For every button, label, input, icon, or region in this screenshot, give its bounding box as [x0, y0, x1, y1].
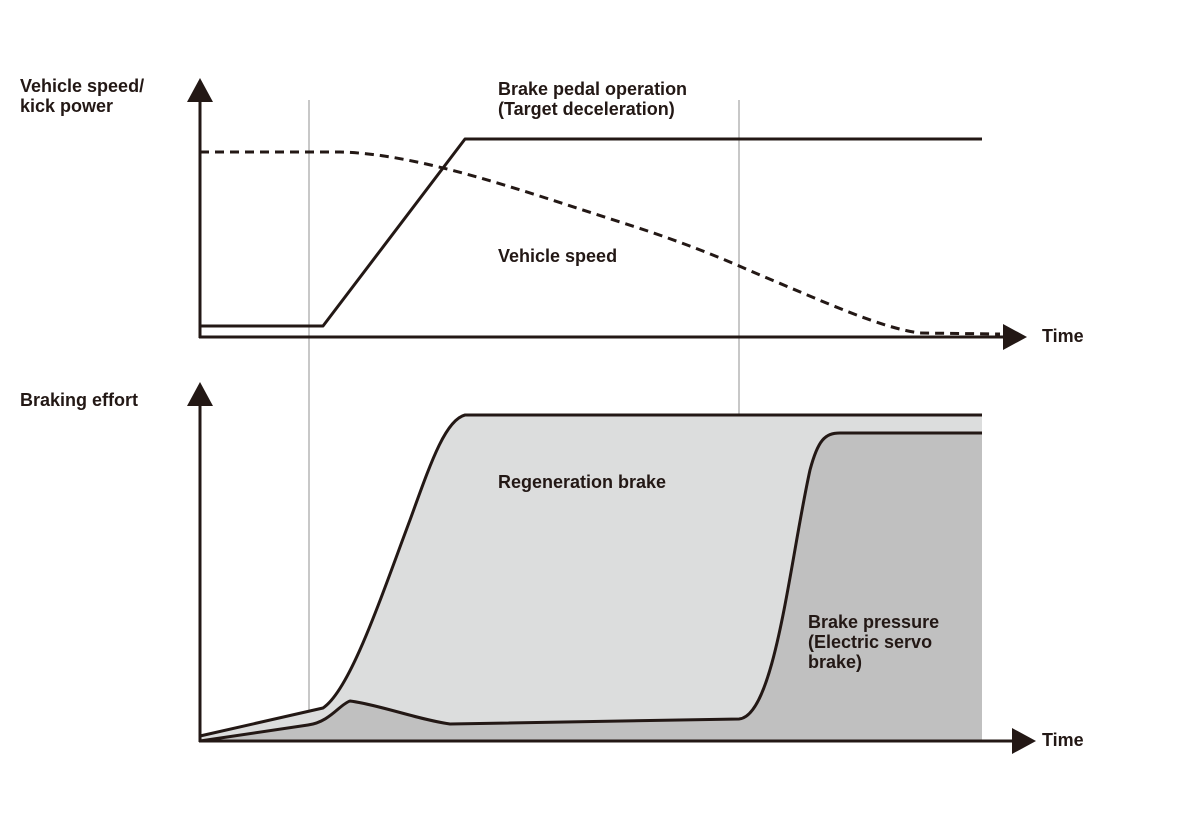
bottom-y-axis-label: Braking effort — [20, 390, 138, 410]
top-y-axis-label-line1: Vehicle speed/ — [20, 76, 144, 96]
brake-pressure-area — [200, 433, 982, 741]
brake-pressure-label-line1: Brake pressure — [808, 612, 939, 632]
brake-pressure-curve — [199, 431, 982, 743]
vehicle-speed-curve — [200, 150, 1001, 336]
brake-pedal-label-line2: (Target deceleration) — [498, 99, 675, 119]
vehicle-speed-label: Vehicle speed — [498, 246, 617, 266]
top-panel: Vehicle speed/ kick power Brake pedal op… — [20, 76, 1084, 350]
brake-pedal-curve — [200, 137, 982, 328]
bottom-x-axis-arrow — [1012, 728, 1036, 754]
brake-pressure-label-line3: brake) — [808, 652, 862, 672]
top-x-axis-label: Time — [1042, 326, 1084, 346]
top-x-axis-arrow — [1003, 324, 1027, 350]
regeneration-brake-label: Regeneration brake — [498, 472, 666, 492]
top-y-axis-arrow — [187, 78, 213, 102]
bottom-x-axis-label: Time — [1042, 730, 1084, 750]
bottom-y-axis-arrow — [187, 382, 213, 406]
brake-pedal-label-line1: Brake pedal operation — [498, 79, 687, 99]
brake-pressure-label-line2: (Electric servo — [808, 632, 932, 652]
top-y-axis-label-line2: kick power — [20, 96, 113, 116]
total-braking-effort-curve — [199, 413, 982, 738]
bottom-panel: Braking effort Regeneration brake Brake … — [20, 382, 1084, 754]
